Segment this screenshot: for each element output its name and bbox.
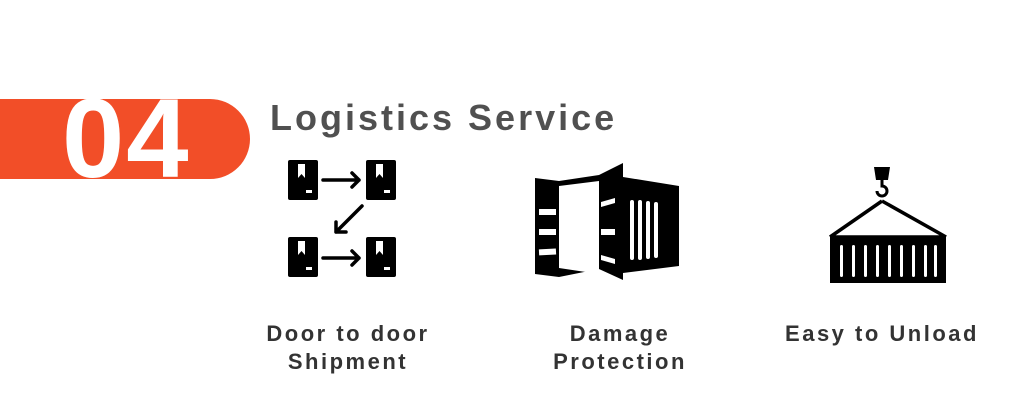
feature-label-door-to-door: Door to door Shipment xyxy=(228,320,468,376)
open-container-icon xyxy=(535,163,679,280)
feature-label-easy-unload: Easy to Unload xyxy=(762,320,1002,348)
door-to-door-boxes-icon xyxy=(288,160,396,277)
feature-label-line: Easy to Unload xyxy=(785,321,979,346)
section-number-banner xyxy=(0,99,250,179)
feature-label-damage-protection: Damage Protection xyxy=(500,320,740,376)
page-title: Logistics Service xyxy=(270,97,618,138)
feature-label-line: Protection xyxy=(553,349,687,374)
feature-label-line: Shipment xyxy=(287,349,409,374)
feature-label-line: Door to door xyxy=(266,321,430,346)
feature-label-line: Damage xyxy=(569,321,671,346)
section-number: 04 xyxy=(62,76,191,201)
crane-container-icon xyxy=(829,167,947,283)
